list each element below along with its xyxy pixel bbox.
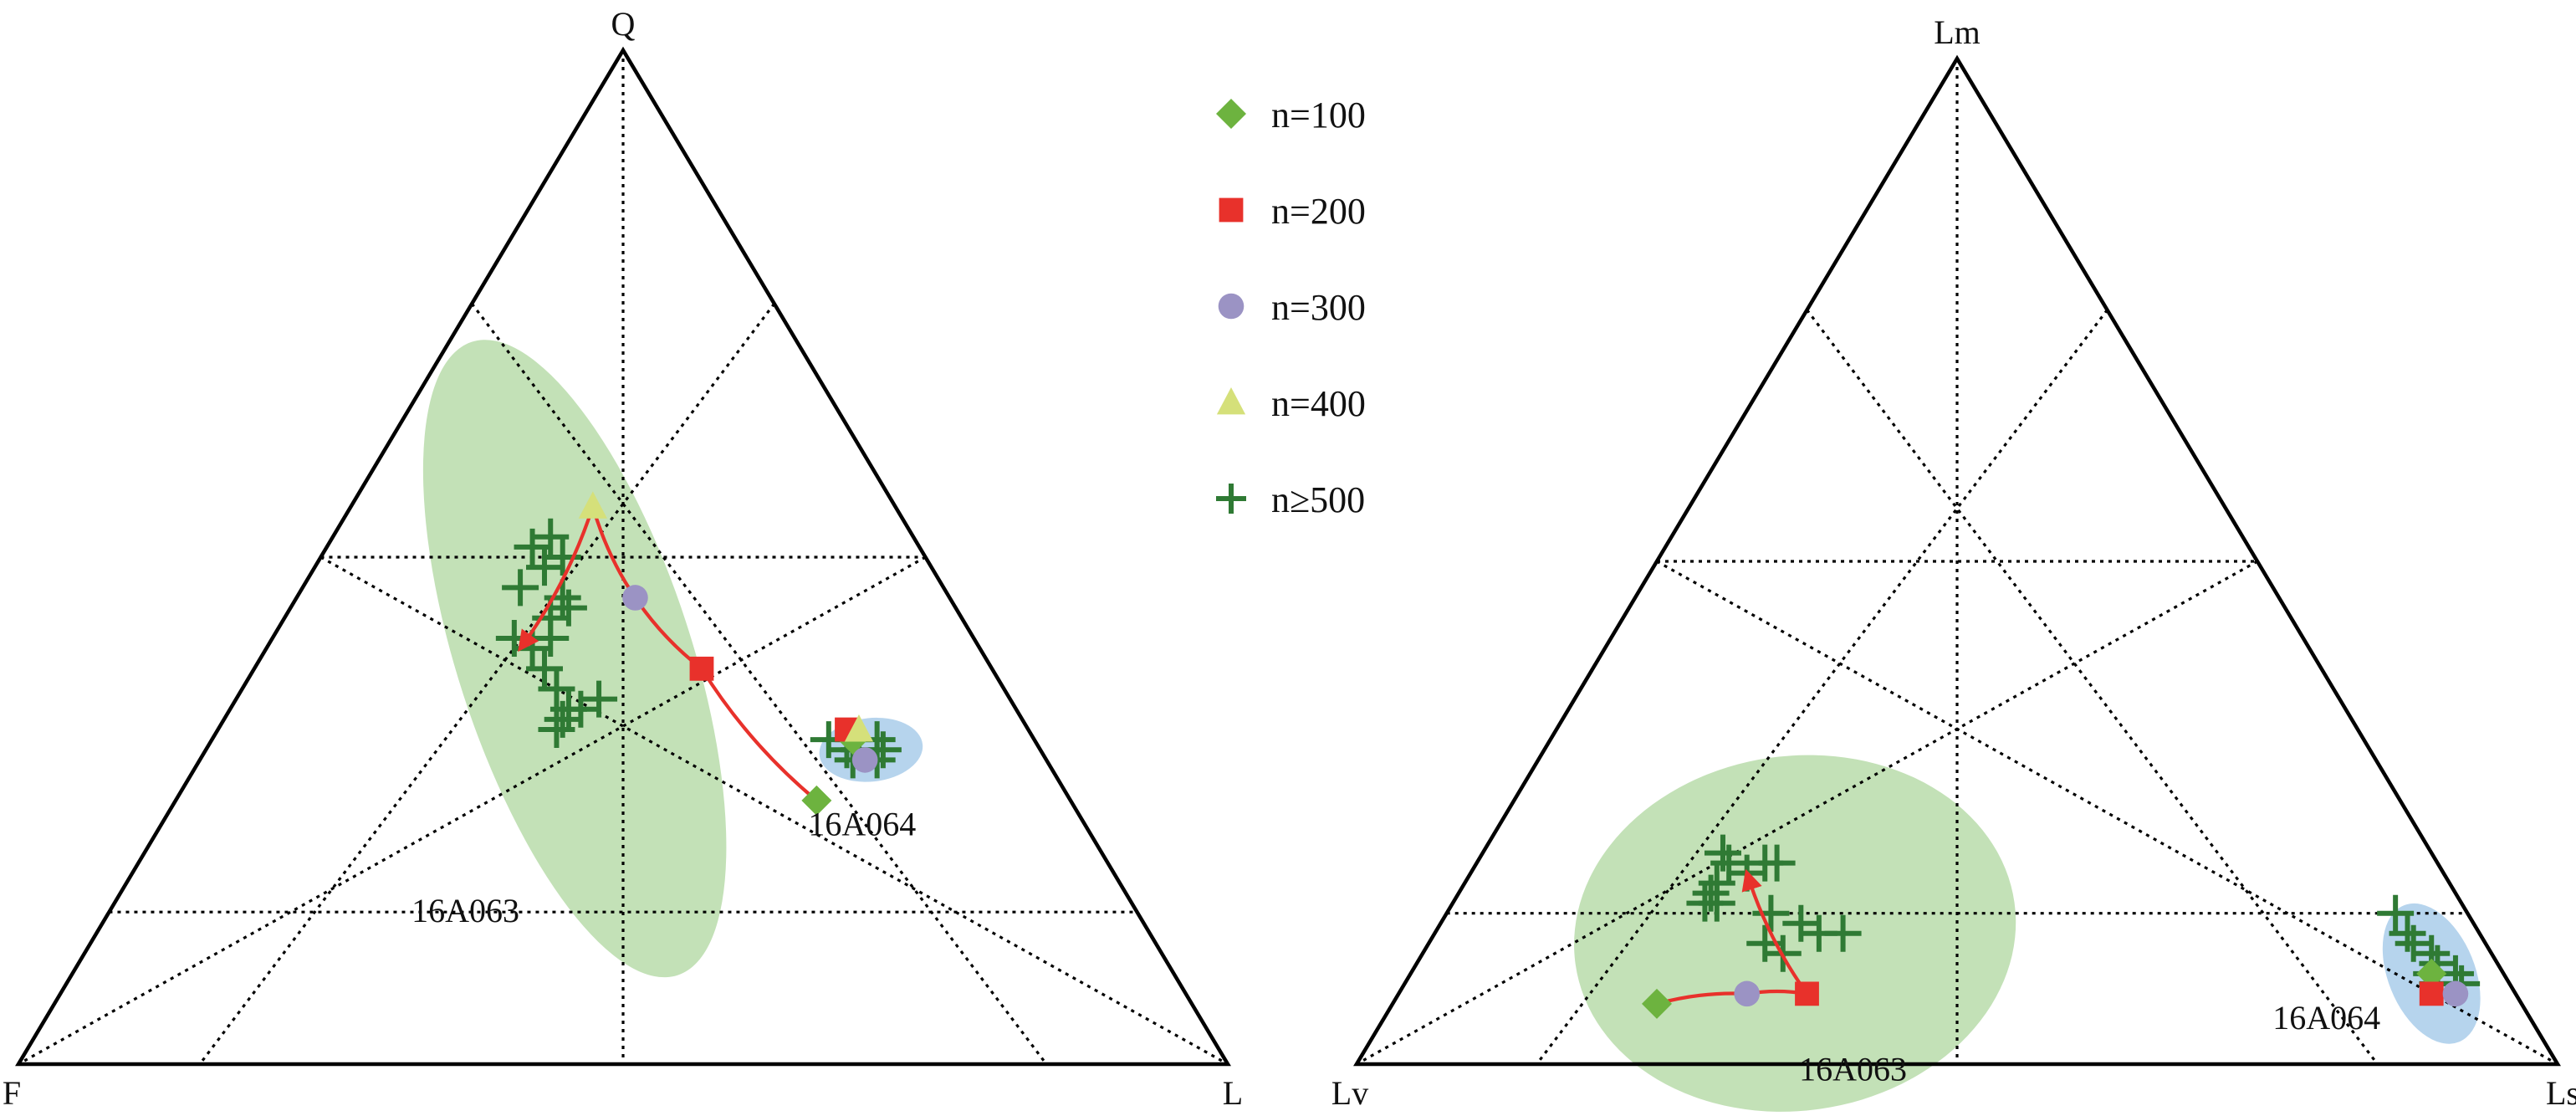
legend-item-n300: n=300 (1218, 287, 1366, 328)
vertex-label-right: L (1223, 1074, 1243, 1112)
legend-marker-shape (1216, 99, 1246, 129)
grid-line-1 (319, 555, 1229, 1066)
legend-label: n=300 (1271, 287, 1366, 328)
vertex-label-top: Q (611, 5, 636, 43)
qfl-ternary-chart: Q F L 16A063 16A064 (3, 5, 1243, 1112)
data-point-n100 (1642, 988, 1672, 1019)
data-point-n500 (526, 549, 564, 586)
data-point-n500 (1758, 844, 1796, 882)
data-point-n200 (1795, 981, 1819, 1006)
group-ellipse-16a063 (1574, 755, 2016, 1112)
legend-label: n=400 (1271, 383, 1366, 424)
legend-label: n=100 (1271, 95, 1366, 136)
data-point-n500 (538, 670, 575, 708)
data-point-n300 (622, 585, 648, 611)
legend-marker-shape (1216, 387, 1246, 415)
legend-marker-circle (1218, 293, 1245, 320)
legend-marker-shape (1216, 484, 1246, 514)
legend-marker-shape (1218, 293, 1245, 320)
legend-item-n100: n=100 (1216, 95, 1366, 136)
legend-marker-triangle (1216, 387, 1246, 415)
triangle-outline (15, 46, 1231, 1067)
data-point-n500 (1824, 914, 1862, 952)
legend: n=100 n=200 n=300 n=400 n≥500 (1216, 95, 1366, 520)
legend-label: n≥500 (1271, 479, 1365, 520)
group-label-16a064: 16A064 (808, 805, 916, 842)
group-label-16a063: 16A063 (411, 892, 519, 929)
data-point-n500 (562, 690, 600, 728)
legend-item-n200: n=200 (1219, 191, 1366, 232)
grid-line-5 (1806, 309, 2379, 1065)
data-point-n500 (1752, 894, 1790, 932)
data-point-n400 (844, 714, 874, 742)
evolution-path-16a063 (1656, 868, 1812, 1006)
data-point-n300 (1734, 980, 1760, 1007)
triangle-outline (1353, 54, 2561, 1067)
grid-line-6 (1536, 309, 2108, 1065)
data-point-n500 (526, 650, 564, 688)
legend-marker-square (1219, 197, 1244, 223)
vertex-label-left: Lv (1331, 1074, 1368, 1112)
legend-item-n400: n=400 (1216, 383, 1366, 424)
group-ellipse-16a063 (422, 340, 727, 978)
data-point-n200 (689, 656, 714, 681)
data-point-n500 (502, 569, 539, 607)
data-point-n100 (2416, 958, 2447, 989)
data-point-n500 (532, 518, 570, 555)
legend-marker-shape (1219, 197, 1244, 223)
group-label-16a063: 16A063 (1799, 1051, 1907, 1088)
lm-lv-ls-ternary-chart: Lm Lv Ls 16A063 16A064 (1331, 13, 2576, 1112)
legend-marker-cross (1216, 484, 1246, 514)
vertex-label-left: F (3, 1074, 21, 1112)
legend-label: n=200 (1271, 191, 1366, 232)
data-point-n200 (2419, 981, 2444, 1006)
data-point-n500 (2377, 894, 2415, 932)
vertex-label-top: Lm (1934, 13, 1981, 51)
grid-line-2 (18, 555, 927, 1066)
legend-marker-diamond (1216, 99, 1246, 129)
data-point-n500 (549, 589, 587, 627)
data-point-n100 (801, 785, 832, 816)
vertex-label-right: Ls (2546, 1074, 2576, 1112)
legend-item-n500: n≥500 (1216, 479, 1365, 520)
group-label-16a064: 16A064 (2272, 999, 2380, 1037)
data-point-n400 (578, 491, 607, 519)
data-point-n300 (851, 747, 878, 773)
data-point-n500 (538, 711, 575, 749)
data-point-n300 (2442, 980, 2469, 1007)
data-point-n500 (1686, 884, 1724, 922)
